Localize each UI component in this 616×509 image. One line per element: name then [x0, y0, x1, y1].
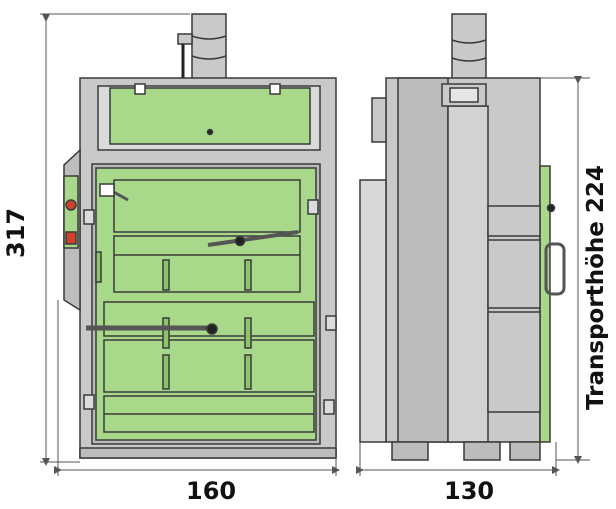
emergency-stop [65, 199, 77, 211]
upper-green-panel [109, 87, 311, 145]
depth-label: 130 [444, 477, 495, 505]
side-top-cylinder [451, 13, 487, 85]
control-panel [63, 175, 79, 249]
overall-height-label: 317 [2, 207, 30, 258]
side-view [359, 13, 566, 461]
top-cylinder [191, 13, 227, 85]
dimension-lines [40, 13, 590, 476]
width-label: 160 [186, 477, 237, 505]
transport-height-label: Transporthöhe 224 [583, 165, 609, 410]
front-view [63, 13, 337, 459]
